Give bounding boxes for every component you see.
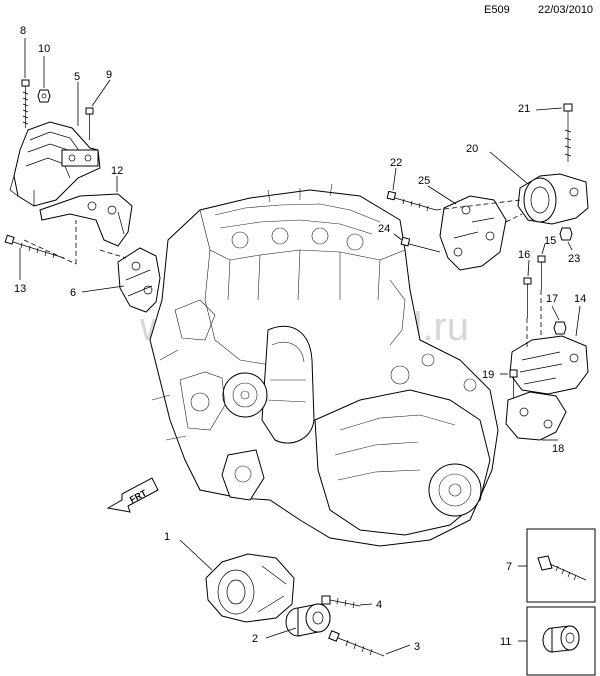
callout-6: 6	[70, 287, 76, 299]
part-2-bushing	[285, 603, 331, 637]
part-9-bolt	[85, 107, 94, 140]
callout-11: 11	[500, 636, 511, 648]
front-direction-arrow: FRT	[106, 477, 159, 513]
callout-24: 24	[378, 223, 390, 235]
part-24-bolt	[400, 236, 441, 253]
part-4-bolt	[321, 595, 361, 609]
part-12-bracket	[39, 193, 133, 247]
callout-3: 3	[414, 641, 420, 653]
callout-13: 13	[14, 283, 26, 295]
callout-25: 25	[418, 175, 430, 187]
callout-7: 7	[506, 561, 512, 573]
callout-23: 23	[568, 253, 580, 265]
part-3-bolt	[328, 630, 385, 657]
part-19-bolt	[509, 369, 518, 398]
callout-8: 8	[20, 25, 26, 37]
callout-17: 17	[546, 293, 558, 305]
callout-20: 20	[466, 143, 478, 155]
part-18-bracket	[505, 391, 567, 441]
callout-18: 18	[552, 443, 564, 455]
leader-lines	[19, 38, 581, 655]
part-8-bolt	[21, 79, 30, 128]
part-15-bolt	[537, 255, 546, 290]
diagram-date: 22/03/2010	[538, 4, 594, 16]
part-5-upper-mount	[9, 121, 101, 207]
callout-1: 1	[164, 531, 170, 543]
part-1-lower-mount	[205, 553, 295, 623]
callout-12: 12	[111, 165, 123, 177]
callout-21: 21	[518, 103, 530, 115]
part-13-bolt	[4, 234, 65, 259]
callout-15: 15	[544, 235, 556, 247]
part-17-stud	[553, 321, 567, 335]
callout-10: 10	[38, 43, 50, 55]
callout-14: 14	[574, 293, 586, 305]
engine-assembly	[149, 183, 499, 547]
part-21-bolt	[563, 103, 573, 162]
inset-box-11	[526, 606, 596, 676]
part-23-nut	[559, 227, 573, 241]
callout-5: 5	[74, 71, 80, 83]
part-20-mount	[517, 173, 589, 225]
part-10-nut	[37, 89, 51, 103]
callout-19: 19	[482, 369, 494, 381]
callout-4: 4	[376, 599, 382, 611]
callout-labels: 8 10 9 5 12 13 6 21 20 22 25 24 15 16 23…	[14, 25, 586, 653]
part-16-bolt	[523, 277, 532, 318]
callout-22: 22	[390, 157, 402, 169]
part-25-bracket	[439, 195, 507, 271]
callout-9: 9	[106, 69, 112, 81]
part-6-bracket	[117, 247, 161, 313]
callout-16: 16	[518, 249, 530, 261]
diagram-code: E509	[484, 4, 510, 16]
part-22-bolt	[386, 190, 437, 212]
part-14-mount	[509, 335, 589, 395]
callout-2: 2	[252, 633, 258, 645]
inset-box-7	[526, 528, 596, 603]
